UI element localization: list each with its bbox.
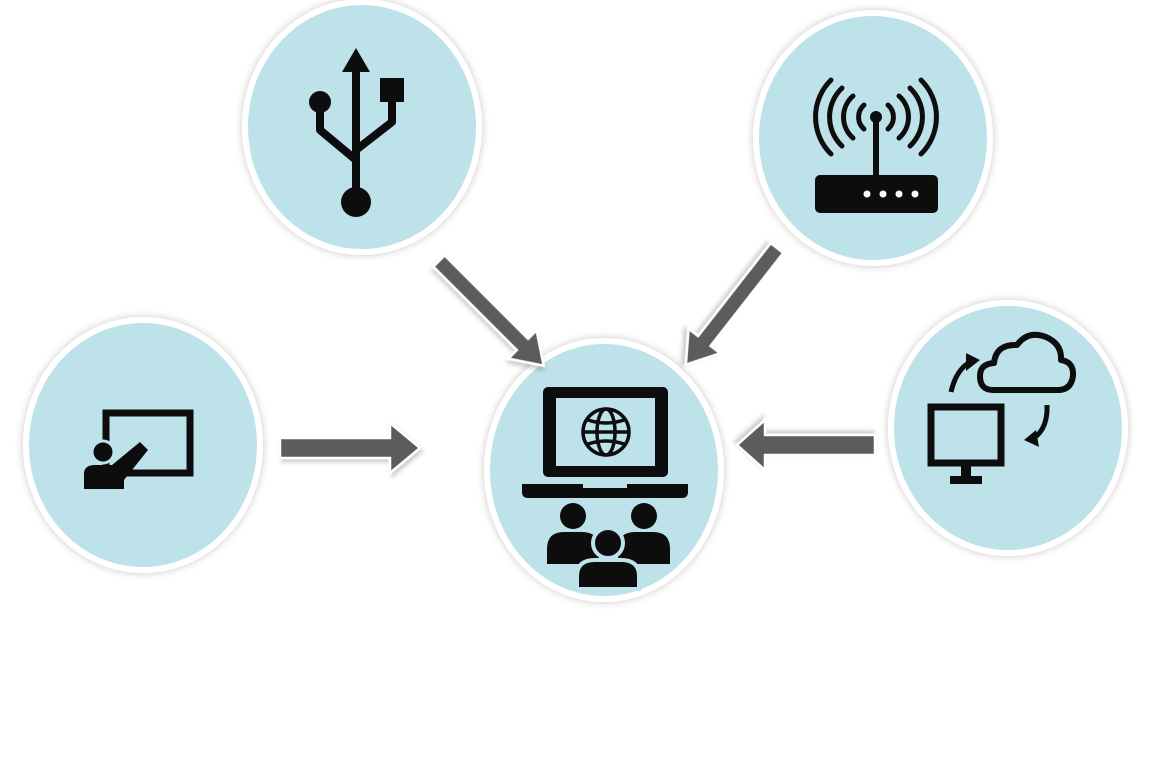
- usb-icon: [309, 48, 404, 217]
- cloud-node-circle: [888, 300, 1128, 556]
- usb-node-circle: [242, 0, 482, 255]
- arrow-cloud-to-center: [735, 417, 877, 473]
- arrow-presenter-to-center: [278, 420, 422, 476]
- laptop-globe-icon: [522, 387, 688, 498]
- audience-group-icon: [547, 503, 670, 591]
- arrow-usb-to-center: [431, 253, 546, 368]
- presenter-board-icon: [84, 409, 194, 489]
- arrow-router-to-center: [684, 241, 786, 367]
- wifi-router-icon: [813, 77, 939, 213]
- cloud-sync-monitor-icon: [927, 331, 1077, 484]
